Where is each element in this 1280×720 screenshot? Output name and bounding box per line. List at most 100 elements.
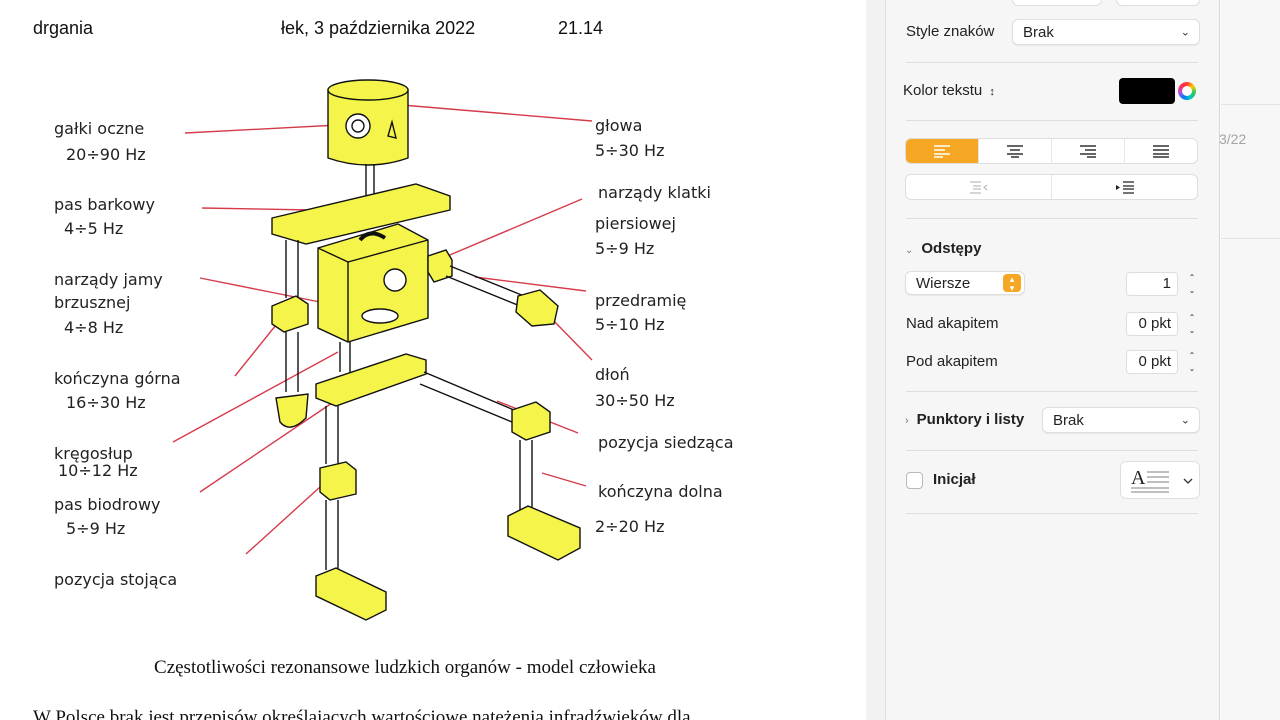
document-page: drgania łek, 3 października 2022 21.14 — [33, 18, 800, 720]
chevron-right-icon: › — [905, 415, 909, 427]
label-forearm-freq: 5÷10 Hz — [595, 315, 664, 334]
header-time: 21.14 — [558, 18, 604, 38]
align-left-button[interactable] — [906, 139, 979, 163]
text-color-label-text: Kolor tekstu — [903, 82, 983, 99]
header-date: łek, 3 października 2022 — [281, 18, 476, 38]
spacing-section-toggle[interactable]: ⌄ Odstępy — [905, 240, 981, 257]
divider — [906, 62, 1198, 63]
stepper-down-icon[interactable]: ⌄ — [1188, 286, 1196, 295]
space-after-field[interactable]: 0 pkt — [1126, 350, 1178, 374]
stepper-down-icon[interactable]: ⌄ — [1188, 364, 1196, 373]
top-control-stub-right[interactable] — [1116, 0, 1200, 6]
stepper-down-icon[interactable]: ⌄ — [1188, 326, 1196, 335]
color-wheel-icon[interactable] — [1178, 82, 1196, 100]
document-list-sliver[interactable]: 3/22 — [1219, 0, 1280, 720]
stepper-up-icon[interactable]: ⌃ — [1188, 273, 1196, 282]
divider — [906, 391, 1198, 392]
divider — [906, 450, 1198, 451]
decrease-indent-icon — [969, 181, 987, 194]
label-chest-freq: 5÷9 Hz — [595, 239, 654, 258]
align-center-icon — [1007, 145, 1023, 158]
updown-chevron-icon: ▴▾ — [1003, 274, 1021, 293]
label-lower-limb: kończyna dolna — [598, 482, 723, 501]
spacing-section-label: Odstępy — [921, 240, 982, 257]
align-center-button[interactable] — [979, 139, 1052, 163]
decrease-indent-button[interactable] — [906, 175, 1052, 199]
chevron-down-icon: ⌄ — [1180, 26, 1190, 39]
figure-labels: gałki oczne 20÷90 Hz pas barkowy 4÷5 Hz … — [54, 116, 734, 589]
label-standing: pozycja stojąca — [54, 570, 177, 589]
divider — [906, 218, 1198, 219]
increase-indent-icon — [1115, 181, 1134, 194]
figure-caption: Częstotliwości rezonansowe ludzkich orga… — [154, 657, 656, 678]
dropcap-style-popup[interactable]: A — [1120, 461, 1200, 499]
label-shoulder: pas barkowy — [54, 195, 155, 214]
label-chest-2: piersiowej — [595, 214, 676, 233]
label-hip: pas biodrowy — [54, 495, 161, 514]
chevron-down-icon: ⌄ — [1180, 414, 1190, 427]
align-right-button[interactable] — [1052, 139, 1125, 163]
label-upper-limb: kończyna górna — [54, 369, 181, 388]
line-spacing-field[interactable]: 1 — [1126, 272, 1178, 296]
label-eyes-freq: 20÷90 Hz — [66, 145, 146, 164]
label-upper-limb-freq: 16÷30 Hz — [66, 393, 146, 412]
bullets-popup[interactable]: Brak ⌄ — [1042, 407, 1200, 433]
label-shoulder-freq: 4÷5 Hz — [64, 219, 123, 238]
divider — [906, 120, 1198, 121]
line-spacing-mode-popup[interactable]: Wiersze ▴▾ — [905, 271, 1025, 295]
list-separator — [1221, 104, 1280, 105]
alignment-segmented-control[interactable] — [905, 138, 1198, 164]
label-abdomen-freq: 4÷8 Hz — [64, 318, 123, 337]
label-abdomen-2: brzusznej — [54, 293, 130, 312]
space-before-field[interactable]: 0 pkt — [1126, 312, 1178, 336]
align-right-icon — [1080, 145, 1096, 158]
label-hand: dłoń — [595, 365, 630, 384]
bullets-section-toggle[interactable]: › Punktory i listy — [905, 411, 1024, 428]
label-chest: narządy klatki — [598, 183, 711, 202]
indent-segmented-control[interactable] — [905, 174, 1198, 200]
bullets-value: Brak — [1053, 411, 1084, 429]
chevron-updown-icon: ↕ — [989, 86, 995, 98]
body-paragraph: W Polsce brak jest przepisów określający… — [33, 707, 691, 720]
label-head-freq: 5÷30 Hz — [595, 141, 664, 160]
space-before-label: Nad akapitem — [906, 315, 999, 332]
body-model — [271, 79, 581, 621]
dropcap-style-icon: A — [1131, 467, 1193, 493]
justify-icon — [1153, 145, 1169, 158]
bullets-label: Punktory i listy — [916, 411, 1025, 428]
text-color-label[interactable]: Kolor tekstu ↕ — [903, 82, 995, 99]
label-sitting: pozycja siedząca — [598, 433, 734, 452]
label-eyes: gałki oczne — [54, 119, 144, 138]
line-spacing-mode-value: Wiersze — [916, 274, 971, 292]
character-style-popup[interactable]: Brak ⌄ — [1012, 19, 1200, 45]
label-head: głowa — [595, 116, 642, 135]
increase-indent-button[interactable] — [1052, 175, 1197, 199]
justify-button[interactable] — [1125, 139, 1197, 163]
chevron-down-icon: ⌄ — [905, 245, 914, 256]
space-after-stepper[interactable]: ⌃⌄ — [1186, 350, 1198, 374]
character-style-label: Style znaków — [906, 23, 995, 40]
dropcap-checkbox[interactable] — [906, 472, 923, 489]
svg-text:A: A — [1131, 467, 1146, 489]
space-after-label: Pod akapitem — [906, 353, 998, 370]
label-lower-limb-freq: 2÷20 Hz — [595, 517, 664, 536]
label-abdomen: narządy jamy — [54, 270, 163, 289]
label-hip-freq: 5÷9 Hz — [66, 519, 125, 538]
list-separator — [1221, 238, 1280, 239]
stepper-up-icon[interactable]: ⌃ — [1188, 351, 1196, 360]
space-before-stepper[interactable]: ⌃⌄ — [1186, 312, 1198, 336]
header-title: drgania — [33, 18, 94, 38]
divider — [906, 513, 1198, 514]
pane-divider[interactable] — [866, 0, 886, 720]
list-item-date: 3/22 — [1219, 131, 1247, 147]
stepper-up-icon[interactable]: ⌃ — [1188, 313, 1196, 322]
text-color-well[interactable] — [1119, 78, 1175, 104]
human-body-model-figure[interactable]: gałki oczne 20÷90 Hz pas barkowy 4÷5 Hz … — [40, 60, 800, 650]
label-forearm: przedramię — [595, 291, 686, 310]
align-left-icon — [934, 145, 950, 158]
top-control-stub-left[interactable] — [1012, 0, 1102, 6]
character-style-value: Brak — [1023, 23, 1054, 41]
label-hand-freq: 30÷50 Hz — [595, 391, 675, 410]
line-spacing-stepper[interactable]: ⌃⌄ — [1186, 272, 1198, 296]
leader-lines — [172, 103, 593, 555]
